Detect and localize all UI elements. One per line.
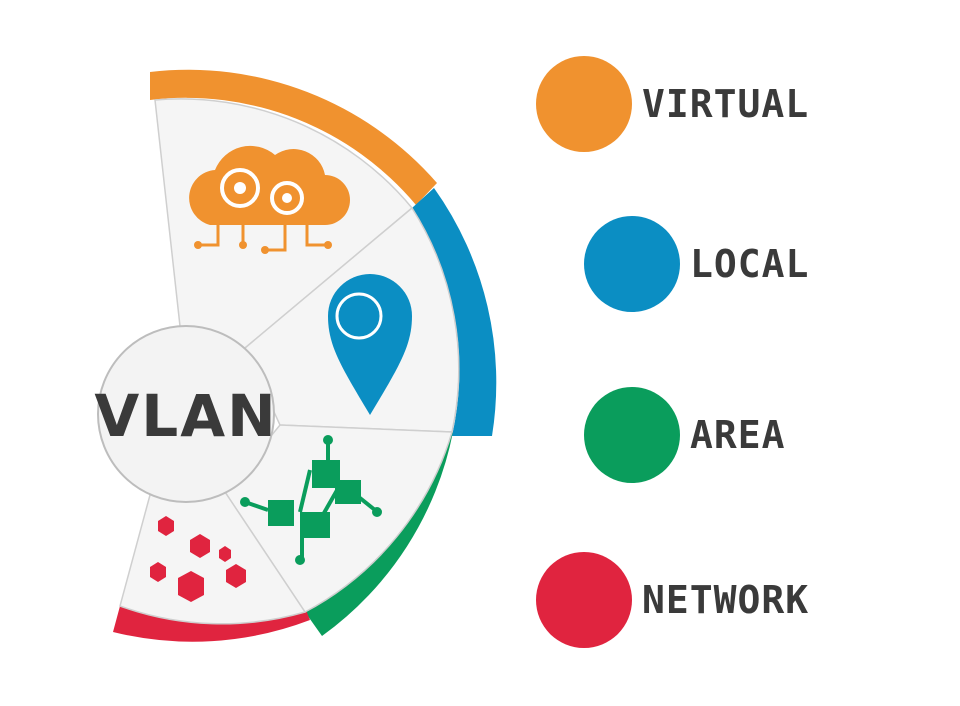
circuit-network-icon (240, 435, 382, 565)
legend-item-local: LOCAL (584, 216, 809, 312)
local-arc (412, 188, 497, 436)
virtual-arc (150, 69, 437, 205)
center-circle (97, 325, 275, 503)
cloud-gears-icon (189, 145, 350, 254)
location-pin-icon (328, 274, 412, 415)
legend-item-network: NETWORK (536, 552, 809, 648)
legend-item-virtual: VIRTUAL (536, 56, 809, 152)
center-label: VLAN (94, 382, 277, 450)
legend-label-local: LOCAL (690, 242, 810, 286)
local-dot (584, 216, 680, 312)
virtual-dot (536, 56, 632, 152)
hexagon-nodes-icon (150, 516, 246, 602)
area-dot (584, 387, 680, 483)
legend-label-area: AREA (690, 413, 786, 457)
legend-label-virtual: VIRTUAL (642, 82, 810, 126)
legend-item-area: AREA (584, 387, 786, 483)
legend-label-network: NETWORK (642, 578, 810, 622)
network-dot (536, 552, 632, 648)
area-wedge (224, 424, 453, 613)
